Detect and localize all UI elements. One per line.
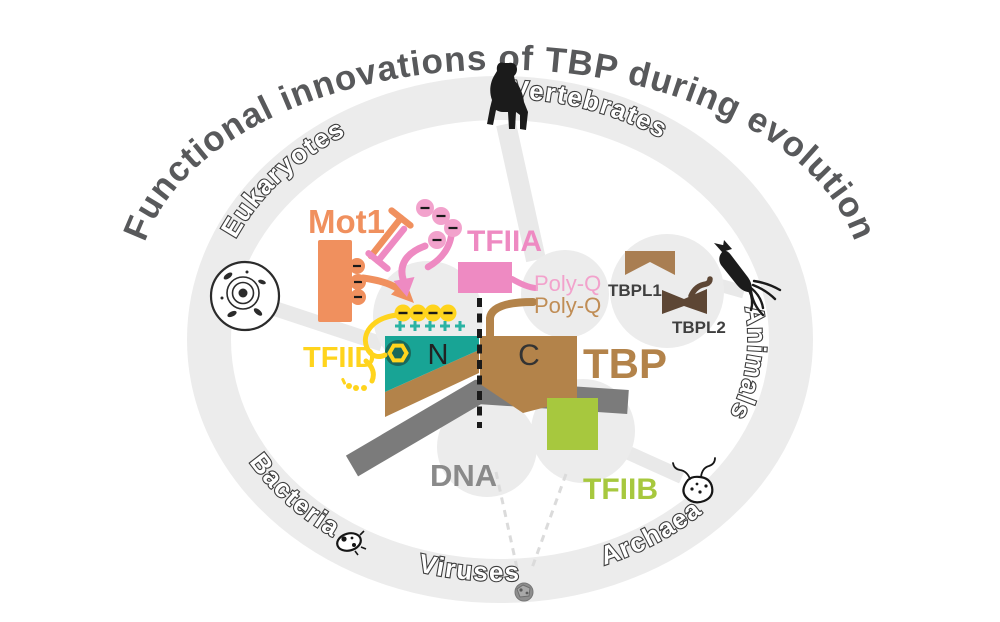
virus-dashed-links (494, 471, 568, 569)
tbp-label: TBP (583, 340, 667, 387)
tfiib-label: TFIIB (583, 473, 658, 506)
tbpl2-shape (662, 276, 713, 314)
polyq-tfiia-label: Poly-Q (534, 271, 601, 296)
tfiid-dotted-trail (341, 377, 367, 391)
dashed-link-right (530, 473, 568, 569)
tbp-n-underside (385, 350, 479, 417)
squid-icon (714, 240, 782, 317)
tbp-complex (318, 199, 713, 477)
spoke-eukaryotes (255, 295, 385, 352)
tbp-c-lobe (480, 336, 577, 413)
eukaryote-cell-icon (209, 260, 281, 332)
tfiib-block (547, 398, 598, 450)
tfiid-hexagon-icon (387, 343, 409, 363)
polyq-tbp-label: Poly-Q (534, 293, 601, 318)
tfiia-label: TFIIA (467, 225, 542, 258)
mot1-inhibition-tbar (367, 207, 414, 260)
mot1-label: Mot1 (308, 203, 385, 240)
dashed-link-left (494, 471, 519, 569)
archaeon-icon (672, 457, 716, 504)
spoke-vertebrates (496, 121, 546, 263)
negative-charges-pink (416, 199, 462, 249)
bacterium-icon (336, 530, 367, 556)
tfiid-label: TFIID (303, 342, 376, 374)
virus-particle-icon (514, 582, 534, 602)
gorilla-icon (487, 62, 528, 131)
tbp-polyq-link (486, 298, 537, 340)
circle-dna (437, 397, 537, 497)
circle-polyq (521, 250, 609, 338)
tbpl1-label: TBPL1 (608, 281, 662, 300)
n-lobe-label: N (428, 339, 449, 371)
tfiid-tether (363, 312, 400, 359)
c-lobe-label: C (518, 339, 540, 372)
tfiia-inhibition-tbar (365, 225, 408, 272)
positive-charges-teal (395, 321, 465, 331)
tfiid-tether-tail (363, 358, 376, 384)
mot1-protein (318, 240, 366, 322)
tfiia-protein (458, 262, 538, 293)
tbpl2-label: TBPL2 (672, 318, 726, 337)
negative-charges-yellow (394, 304, 457, 322)
tbpl1-shape (625, 251, 675, 275)
dna-label: DNA (430, 458, 497, 493)
tfiia-polyq-link (509, 276, 538, 291)
tfiid-anchor (341, 312, 411, 391)
